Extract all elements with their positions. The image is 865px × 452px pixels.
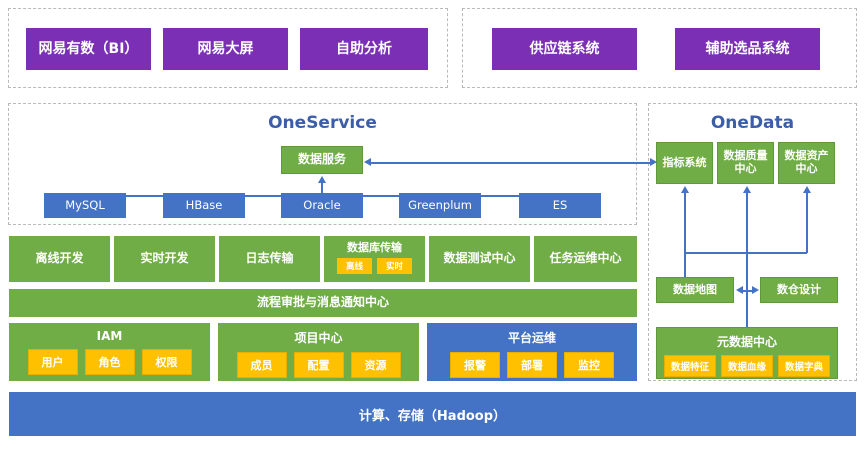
app-label: 网易大屏 — [197, 40, 254, 57]
app-box-supply-chain[interactable]: 供应链系统 — [492, 28, 637, 70]
arrow-right-warehouse-design — [752, 286, 759, 294]
database-transfer-chip-offline[interactable]: 离线 — [336, 258, 372, 274]
db-label: MySQL — [65, 197, 105, 212]
iam-chip-permission[interactable]: 权限 — [141, 349, 192, 375]
arrow-left-data-map — [736, 286, 743, 294]
project-chip-member[interactable]: 成员 — [236, 352, 287, 378]
data-service-box[interactable]: 数据服务 — [281, 146, 363, 174]
app-box-dashboard[interactable]: 网易大屏 — [163, 28, 288, 70]
app-box-bi[interactable]: 网易有数（BI） — [26, 28, 151, 70]
dev-label: 日志传输 — [245, 251, 294, 266]
project-chip-config[interactable]: 配置 — [293, 352, 344, 378]
connector-branch-indicator — [684, 252, 747, 254]
dev-box-task-ops-center[interactable]: 任务运维中心 — [534, 236, 637, 282]
dev-box-database-transfer[interactable]: 数据库传输 离线 实时 — [324, 236, 425, 282]
project-chip-resource[interactable]: 资源 — [350, 352, 401, 378]
arrow-left-data-service — [364, 158, 371, 166]
metadata-center-title: 元数据中心 — [716, 335, 777, 349]
app-label: 辅助选品系统 — [705, 40, 790, 57]
db-box-es[interactable]: ES — [519, 193, 601, 218]
arrow-right-indicator-system — [650, 158, 657, 166]
ops-chip-deploy[interactable]: 部署 — [507, 352, 557, 378]
database-transfer-chip-realtime[interactable]: 实时 — [377, 258, 413, 274]
process-approval-bar[interactable]: 流程审批与消息通知中心 — [9, 289, 637, 317]
db-label: Greenplum — [408, 197, 472, 212]
connector-data-service-down — [321, 183, 323, 196]
connector-branch-data-asset — [746, 252, 807, 254]
oneservice-title: OneService — [268, 113, 377, 133]
foundation-label: 计算、存储（Hadoop） — [358, 408, 507, 424]
onedata-box-data-map[interactable]: 数据地图 — [656, 277, 734, 303]
db-label: Oracle — [303, 197, 341, 212]
db-label: HBase — [185, 197, 223, 212]
onedata-label: 数据地图 — [673, 282, 717, 296]
app-box-product-selection[interactable]: 辅助选品系统 — [675, 28, 820, 70]
connector-up-data-asset — [806, 192, 808, 253]
database-transfer-title: 数据库传输 — [347, 241, 402, 254]
app-box-self-service-analysis[interactable]: 自助分析 — [300, 28, 428, 70]
db-box-mysql[interactable]: MySQL — [44, 193, 126, 218]
foundation-bar[interactable]: 计算、存储（Hadoop） — [9, 392, 856, 436]
panel-platform-ops[interactable]: 平台运维 报警 部署 监控 — [427, 323, 637, 381]
connector-up-data-quality — [746, 192, 748, 302]
panel-title: 平台运维 — [507, 331, 556, 345]
connector-up-indicator-2 — [684, 192, 686, 254]
iam-chip-user[interactable]: 用户 — [27, 349, 78, 375]
process-approval-label: 流程审批与消息通知中心 — [256, 295, 389, 310]
arrow-up-indicator-system — [681, 186, 689, 193]
metadata-chip-data-dictionary[interactable]: 数据字典 — [778, 355, 831, 377]
panel-title: IAM — [96, 329, 123, 343]
app-label: 自助分析 — [336, 40, 392, 57]
onedata-label: 数据质量中心 — [723, 149, 768, 175]
onedata-box-warehouse-design[interactable]: 数仓设计 — [760, 277, 838, 303]
dev-label: 数据测试中心 — [443, 251, 516, 266]
db-box-hbase[interactable]: HBase — [163, 193, 245, 218]
dev-box-data-test-center[interactable]: 数据测试中心 — [429, 236, 530, 282]
connector-dataservice-indicator — [369, 162, 654, 164]
onedata-box-data-asset-center[interactable]: 数据资产中心 — [778, 142, 835, 184]
db-box-greenplum[interactable]: Greenplum — [399, 193, 481, 218]
onedata-label: 数仓设计 — [777, 282, 821, 296]
iam-chip-role[interactable]: 角色 — [84, 349, 135, 375]
dev-box-realtime-development[interactable]: 实时开发 — [114, 236, 215, 282]
arrow-up-data-asset — [803, 186, 811, 193]
dev-box-offline-development[interactable]: 离线开发 — [9, 236, 110, 282]
panel-project-center[interactable]: 项目中心 成员 配置 资源 — [218, 323, 419, 381]
onedata-label: 数据资产中心 — [784, 149, 829, 175]
ops-chip-alert[interactable]: 报警 — [450, 352, 500, 378]
dev-label: 离线开发 — [35, 251, 84, 266]
dev-label: 实时开发 — [140, 251, 189, 266]
app-label: 网易有数（BI） — [38, 40, 139, 57]
metadata-chip-data-lineage[interactable]: 数据血缘 — [720, 355, 773, 377]
dev-label: 任务运维中心 — [549, 251, 622, 266]
onedata-title: OneData — [710, 113, 795, 133]
connector-metadata-up — [746, 290, 748, 328]
db-label: ES — [552, 197, 568, 212]
app-label: 供应链系统 — [529, 40, 600, 57]
arrow-up-data-quality — [743, 186, 751, 193]
connector-up-indicator — [684, 253, 686, 286]
data-service-label: 数据服务 — [297, 152, 346, 167]
panel-title: 项目中心 — [294, 331, 343, 345]
ops-chip-monitor[interactable]: 监控 — [564, 352, 614, 378]
onedata-label: 指标系统 — [662, 155, 707, 169]
dev-box-log-transfer[interactable]: 日志传输 — [219, 236, 320, 282]
arrow-up-data-service — [318, 176, 326, 183]
onedata-box-indicator-system[interactable]: 指标系统 — [656, 142, 713, 184]
metadata-center-box[interactable]: 元数据中心 数据特征 数据血缘 数据字典 — [656, 327, 838, 379]
db-box-oracle[interactable]: Oracle — [281, 193, 363, 218]
onedata-box-data-quality-center[interactable]: 数据质量中心 — [717, 142, 774, 184]
metadata-chip-data-feature[interactable]: 数据特征 — [663, 355, 716, 377]
panel-iam[interactable]: IAM 用户 角色 权限 — [9, 323, 210, 381]
